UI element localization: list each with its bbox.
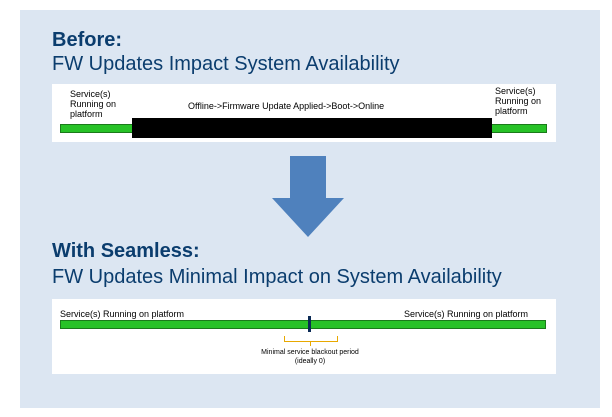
- after-left-service-label: Service(s) Running on platform: [60, 309, 185, 319]
- before-right-label-line2: Running on: [495, 96, 542, 106]
- after-title: With Seamless:: [52, 240, 200, 262]
- before-title: Before:: [52, 29, 123, 51]
- before-running-bar-right: [489, 124, 547, 133]
- before-offline-label: Offline->Firmware Update Applied->Boot->…: [188, 101, 385, 111]
- blackout-marker: [308, 316, 311, 332]
- down-arrow-icon: [272, 156, 344, 237]
- after-right-service-label: Service(s) Running on platform: [404, 309, 529, 319]
- before-left-label-line3: platform: [70, 109, 103, 119]
- before-left-service-label: Service(s) Running on platform: [70, 89, 116, 119]
- before-right-label-line1: Service(s): [495, 86, 536, 96]
- before-right-service-label: Service(s) Running on platform: [495, 86, 541, 116]
- after-subtitle: FW Updates Minimal Impact on System Avai…: [52, 266, 502, 288]
- blackout-note-line2: (ideally 0): [294, 358, 326, 365]
- before-right-label-line3: platform: [495, 106, 528, 116]
- before-subtitle: FW Updates Impact System Availability: [52, 53, 400, 75]
- blackout-bracket: [284, 336, 338, 342]
- after-running-bar: [60, 320, 546, 329]
- blackout-note-line1: Minimal service blackout period: [261, 349, 359, 356]
- before-running-bar-left: [60, 124, 140, 133]
- before-offline-bar: [132, 118, 492, 138]
- blackout-bracket-tick: [310, 342, 311, 346]
- before-timeline-panel: Service(s) Running on platform Service(s…: [52, 84, 556, 142]
- blackout-note: Minimal service blackout period (ideally…: [252, 348, 368, 366]
- after-timeline-panel: Service(s) Running on platform Service(s…: [52, 299, 556, 374]
- before-left-label-line2: Running on: [70, 99, 117, 109]
- before-left-label-line1: Service(s): [70, 89, 111, 99]
